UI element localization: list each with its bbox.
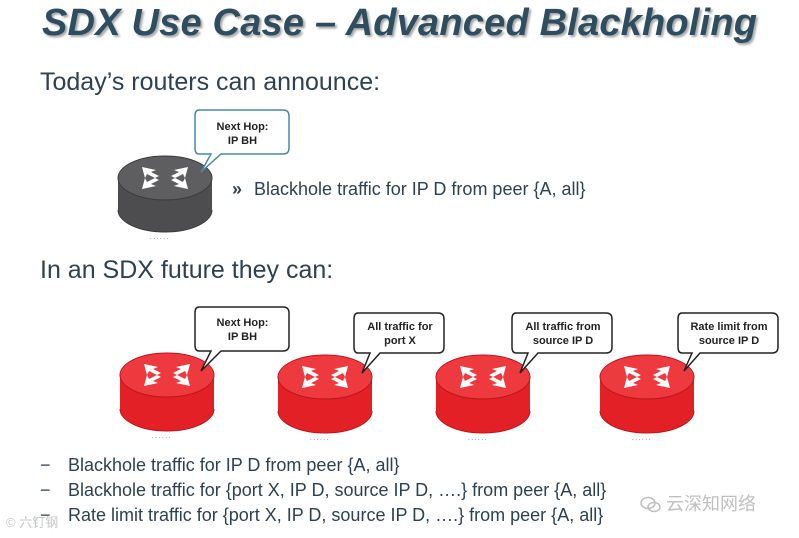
callout-bubble-source bbox=[511, 312, 613, 374]
callout-text-source: All traffic from source IP D bbox=[525, 321, 601, 347]
list-dash: − bbox=[40, 505, 51, 525]
section2-heading: In an SDX future they can: bbox=[40, 256, 334, 284]
list-item-text: Rate limit traffic for {port X, IP D, so… bbox=[68, 505, 604, 525]
svg-text:. . . . . .: . . . . . . bbox=[150, 235, 169, 240]
watermark-right-text: 云深知网络 bbox=[666, 494, 756, 514]
svg-text:. . . . . .: . . . . . . bbox=[152, 434, 171, 440]
callout-text-port: All traffic for port X bbox=[367, 321, 433, 347]
router-red-icon-4: . . . . . . bbox=[599, 354, 695, 442]
section1-heading: Today’s routers can announce: bbox=[40, 68, 381, 96]
list-item-text: Blackhole traffic for IP D from peer {A,… bbox=[68, 455, 400, 475]
svg-text:. . . . . .: . . . . . . bbox=[310, 436, 329, 442]
bullet-blackhole-today: » Blackhole traffic for IP D from peer {A… bbox=[232, 179, 586, 200]
bullet-text: Blackhole traffic for IP D from peer {A,… bbox=[254, 179, 586, 199]
watermark-right: 云深知网络 bbox=[640, 490, 756, 516]
callout-bubble-nexthop-2 bbox=[194, 306, 290, 372]
router-gray-icon: . . . . . . bbox=[117, 155, 213, 240]
list-item: −Blackhole traffic for {port X, IP D, so… bbox=[40, 480, 606, 505]
bullet-mark: » bbox=[232, 179, 243, 199]
svg-text:. . . . . .: . . . . . . bbox=[468, 436, 487, 442]
callout-bubble-nexthop-1 bbox=[194, 109, 290, 173]
wechat-icon bbox=[640, 497, 661, 513]
capabilities-list: −Blackhole traffic for IP D from peer {A… bbox=[40, 455, 606, 530]
router-red-icon-2: . . . . . . bbox=[277, 354, 373, 442]
page-title: SDX Use Case – Advanced Blackholing bbox=[42, 2, 758, 44]
list-dash: − bbox=[40, 455, 51, 475]
list-item-text: Blackhole traffic for {port X, IP D, sou… bbox=[68, 480, 607, 500]
callout-text-nexthop-1: Next Hop: IP BH bbox=[216, 121, 269, 147]
watermark-left: © 六́钉钢 bbox=[6, 515, 59, 530]
router-red-icon-3: . . . . . . bbox=[435, 354, 531, 442]
router-gray-shape bbox=[117, 155, 213, 233]
callout-text-ratelimit: Rate limit from source IP D bbox=[690, 321, 768, 347]
list-item: −Rate limit traffic for {port X, IP D, s… bbox=[40, 505, 606, 530]
callout-text-nexthop-2: Next Hop: IP BH bbox=[216, 317, 269, 343]
list-dash: − bbox=[40, 480, 51, 500]
svg-text:. . . . . .: . . . . . . bbox=[632, 436, 651, 442]
callout-bubble-ratelimit bbox=[677, 312, 779, 372]
list-item: −Blackhole traffic for IP D from peer {A… bbox=[40, 455, 606, 480]
router-red-icon-1: . . . . . . bbox=[119, 352, 215, 440]
callout-bubble-port bbox=[353, 312, 445, 374]
